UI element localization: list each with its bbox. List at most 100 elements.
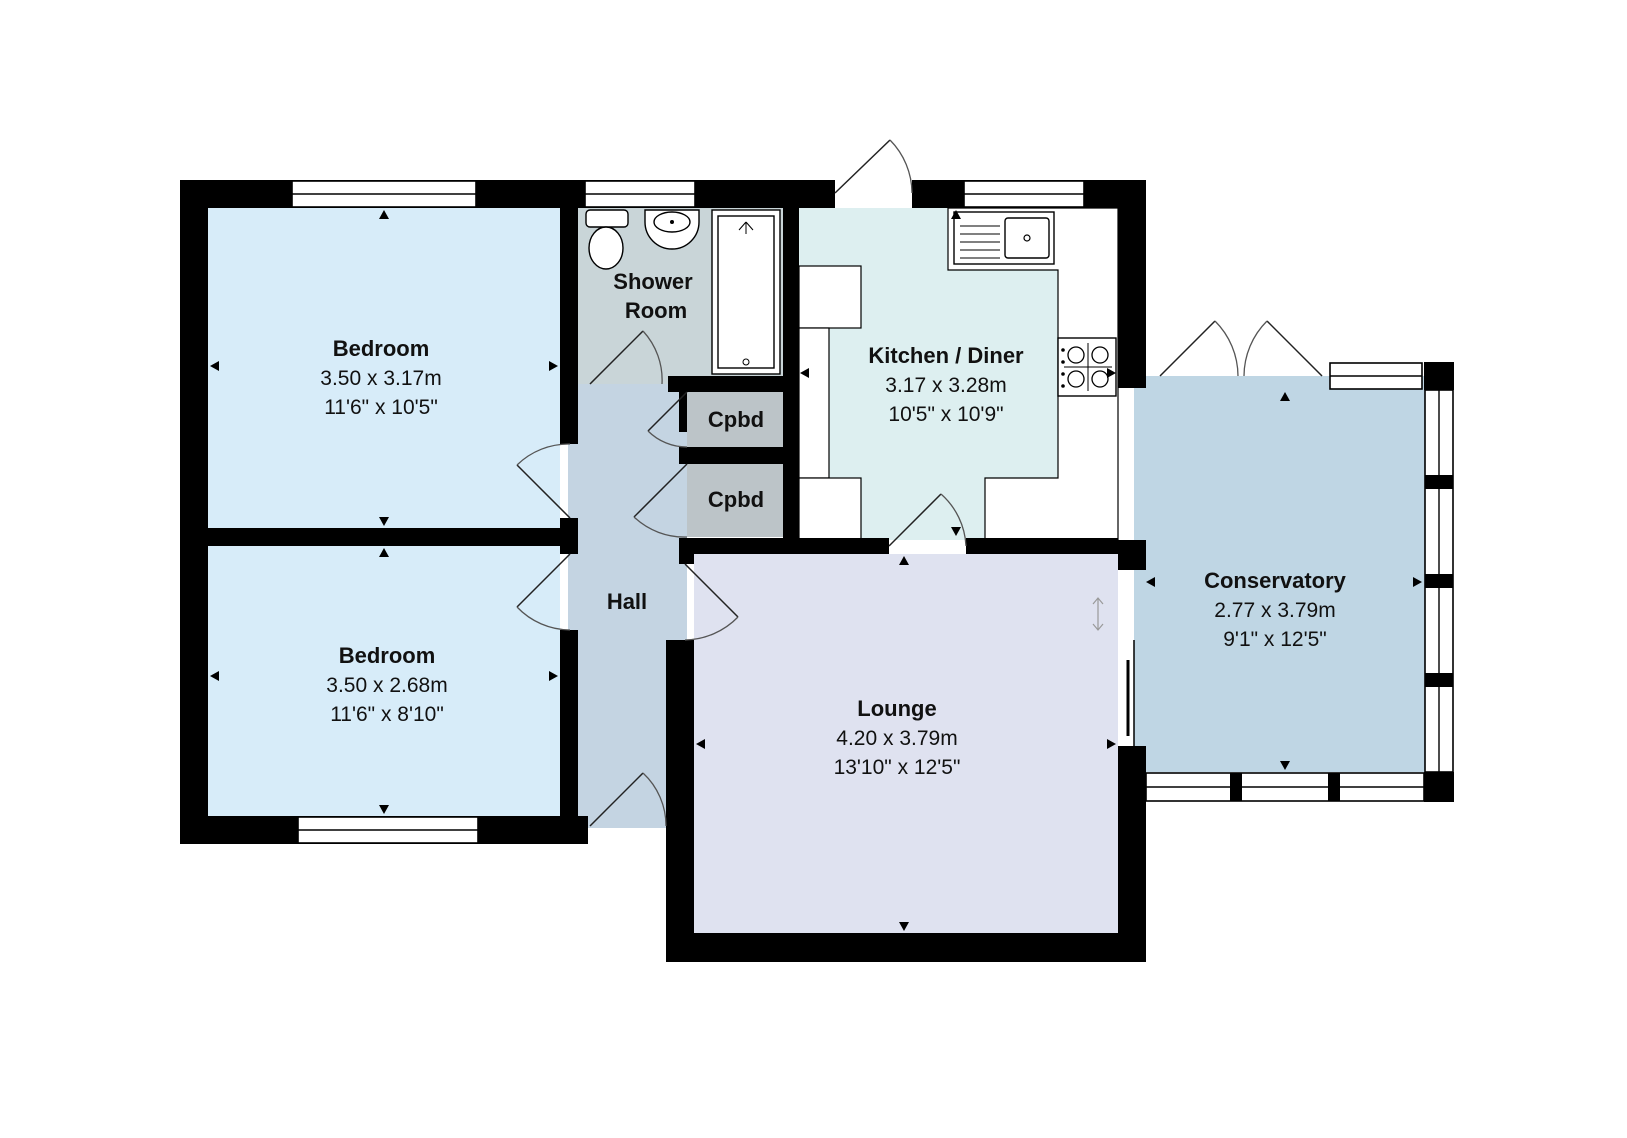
bedroom-1-floor — [208, 208, 560, 528]
conservatory-metric: 2.77 x 3.79m — [1214, 599, 1335, 622]
arrow-conservatory-top — [1280, 392, 1290, 401]
bedroom-2-floor — [208, 546, 560, 816]
wall-bedroom-hall-mid — [560, 518, 578, 554]
arrow-conservatory-left — [1146, 577, 1155, 587]
kitchen-name: Kitchen / Diner — [868, 343, 1024, 368]
arrow-bedroom-1-bottom — [379, 517, 389, 526]
window-kitchen — [963, 180, 1085, 208]
door-kitchen-lounge — [888, 493, 967, 547]
door-bedroom-2 — [516, 553, 571, 631]
door-lounge-hall — [684, 563, 739, 641]
lounge-imperial: 13'10" x 12'5" — [834, 756, 961, 779]
kitchen-fridge-space-icon — [1092, 597, 1104, 631]
arrow-bedroom-2-bottom — [379, 805, 389, 814]
bedroom-2-imperial: 11'6" x 8'10" — [330, 703, 444, 726]
arrow-kitchen-left — [800, 368, 809, 378]
arrow-bedroom-1-left — [210, 361, 219, 371]
shower-tray-icon — [711, 209, 781, 375]
wall-conservatory-corner-br — [1424, 772, 1454, 802]
window-shower — [584, 180, 696, 208]
bedroom-2-name: Bedroom — [339, 643, 436, 668]
cupboard-2-name: Cpbd — [708, 487, 764, 512]
bedroom-1-name: Bedroom — [333, 336, 430, 361]
wall-bedroom-hall-low — [560, 630, 578, 816]
bedroom-2-metric: 3.50 x 2.68m — [326, 674, 447, 697]
fixtures — [585, 209, 1117, 631]
room-floors — [208, 208, 1426, 933]
window-conservatory-bottom — [1145, 772, 1425, 802]
shower-room-name-line1: Shower — [613, 269, 693, 294]
lounge-name: Lounge — [857, 696, 936, 721]
window-conservatory-right — [1424, 389, 1454, 773]
wall-conservatory-corner-tr — [1424, 362, 1454, 390]
cupboard-2-floor — [687, 464, 783, 537]
bedroom-1-metric: 3.50 x 3.17m — [320, 367, 441, 390]
worktop-left-upper — [798, 265, 862, 329]
doors — [516, 139, 1323, 827]
wall-shower-kitchen — [783, 208, 799, 554]
shower-room-name-line2: Room — [625, 298, 687, 323]
bedroom-1-imperial: 11'6" x 10'5" — [324, 396, 438, 419]
lounge-metric: 4.20 x 3.79m — [836, 727, 957, 750]
hall-name: Hall — [607, 589, 647, 614]
arrow-bedroom-2-top — [379, 548, 389, 557]
door-bedroom-1 — [516, 443, 571, 519]
arrow-lounge-left — [696, 739, 705, 749]
window-bedroom-1 — [291, 180, 477, 208]
arrow-kitchen-right — [1107, 368, 1116, 378]
wall-cupboard-divider — [679, 447, 783, 464]
conservatory-imperial: 9'1" x 12'5" — [1223, 628, 1327, 651]
door-shower — [589, 330, 663, 385]
wall-left — [180, 180, 208, 844]
wall-hall-bottom — [666, 812, 694, 842]
kitchen-worktops — [798, 207, 1119, 541]
conservatory-name: Conservatory — [1204, 568, 1347, 593]
wall-cupboard-left — [679, 392, 687, 432]
walls — [180, 180, 1454, 962]
wall-lounge-right — [1118, 746, 1146, 962]
windows — [291, 180, 1454, 844]
worktop-left-column — [798, 327, 830, 479]
kitchen-imperial: 10'5" x 10'9" — [888, 403, 1003, 426]
cupboard-1-name: Cpbd — [708, 407, 764, 432]
wall-bedroom-hall — [560, 208, 578, 444]
wall-bedroom-divider — [208, 528, 560, 546]
door-cupboard-1 — [647, 391, 688, 448]
lounge-floor — [694, 554, 1118, 933]
arrow-kitchen-bottom — [951, 527, 961, 536]
wall-kitchen-lounge-right — [966, 538, 1118, 554]
arrow-lounge-bottom — [899, 922, 909, 931]
window-conservatory-top — [1329, 362, 1423, 390]
door-hall-front — [589, 772, 667, 827]
cupboard-1-floor — [687, 392, 783, 447]
wall-kitchen-right-low — [1118, 540, 1146, 570]
toilet-icon — [585, 209, 629, 270]
worktop-left-lower — [798, 477, 862, 541]
wall-kitchen-lounge-left — [679, 538, 889, 554]
arrow-conservatory-bottom — [1280, 761, 1290, 770]
door-kitchen-external — [834, 139, 913, 194]
hall-floor — [568, 384, 687, 828]
washbasin-icon — [644, 209, 700, 250]
arrow-kitchen-top — [951, 210, 961, 219]
arrow-bedroom-1-right — [549, 361, 558, 371]
window-bedroom-2 — [297, 816, 479, 844]
wall-lounge-left — [666, 640, 694, 962]
arrow-bedroom-2-left — [210, 671, 219, 681]
wall-kitchen-right — [1118, 180, 1146, 388]
door-cupboard-2 — [633, 463, 688, 538]
arrow-conservatory-right — [1413, 577, 1422, 587]
sink-icon — [953, 211, 1055, 265]
arrow-bedroom-1-top — [379, 210, 389, 219]
sliding-door-lounge-conservatory — [1126, 640, 1135, 746]
arrow-bedroom-2-right — [549, 671, 558, 681]
dimension-arrows — [210, 210, 1422, 931]
wall-top-left — [180, 180, 835, 208]
hob-icon — [1057, 337, 1117, 397]
arrow-lounge-top — [899, 556, 909, 565]
arrow-lounge-right — [1107, 739, 1116, 749]
kitchen-metric: 3.17 x 3.28m — [885, 374, 1006, 397]
door-conservatory-french — [1159, 320, 1323, 377]
kitchen-floor — [799, 208, 1118, 540]
